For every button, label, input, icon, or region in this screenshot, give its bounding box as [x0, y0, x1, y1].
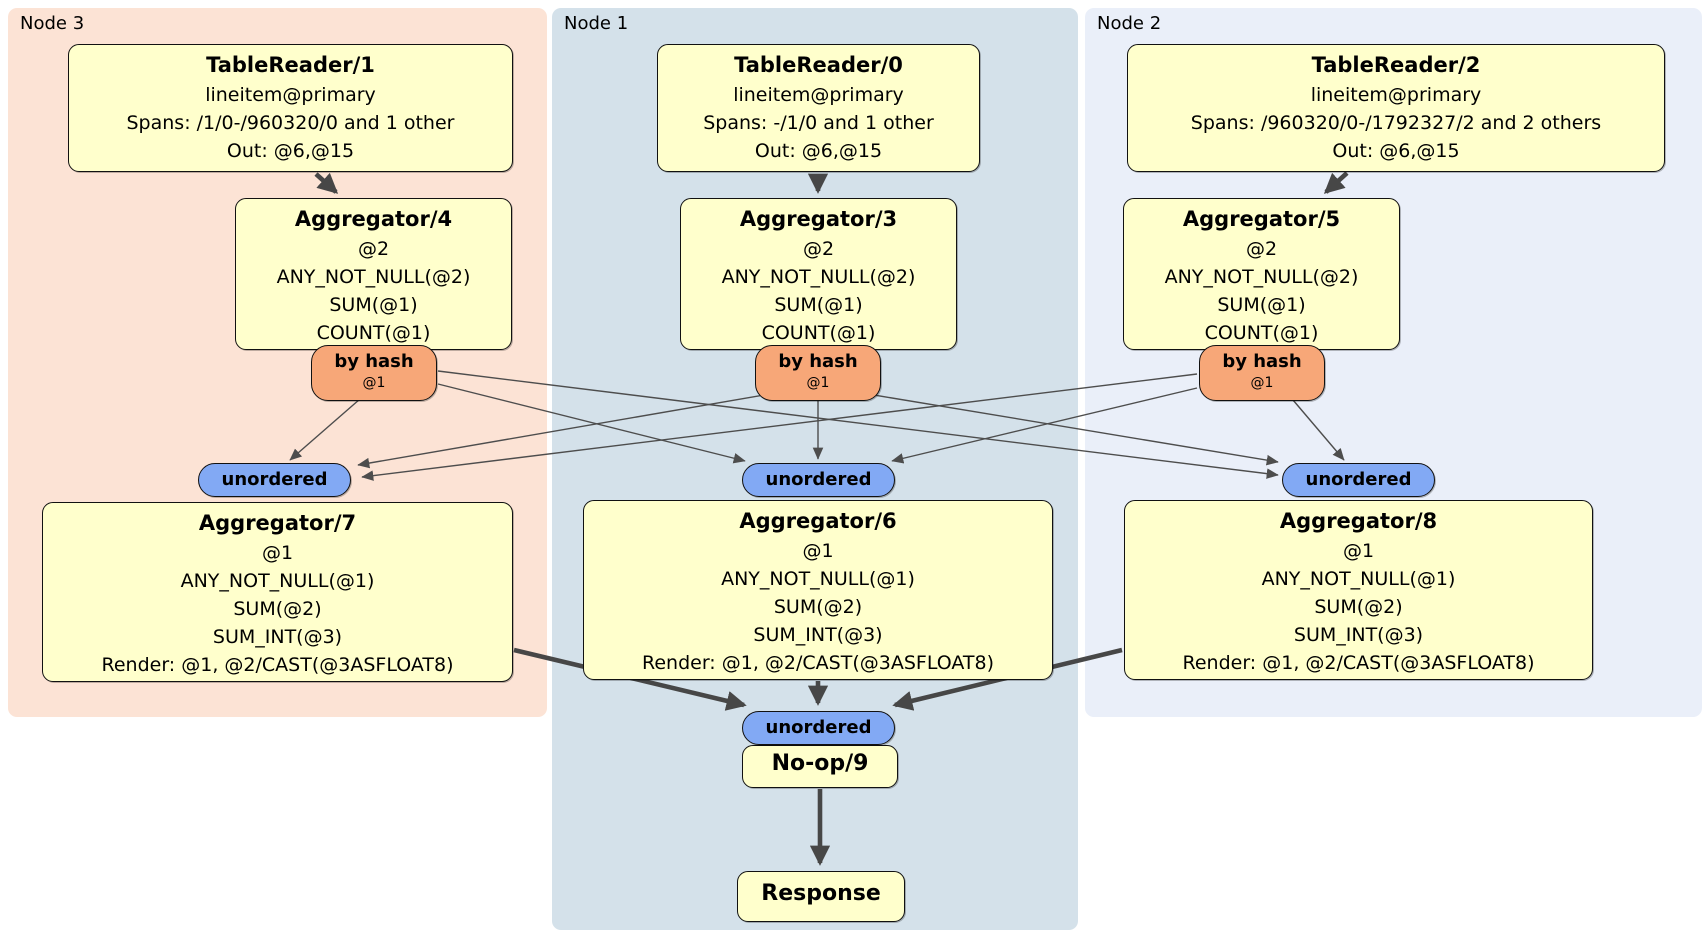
op-title: TableReader/0: [734, 53, 903, 77]
op-detail: SUM(@2): [773, 596, 863, 618]
op-detail: Spans: /960320/0-/1792327/2 and 2 others: [1190, 112, 1602, 134]
sync-label: unordered: [221, 469, 328, 490]
sync-unordered-final: unordered: [742, 711, 895, 745]
op-title: No-op/9: [771, 751, 869, 776]
op-detail: ANY_NOT_NULL(@2): [721, 266, 916, 288]
op-detail: lineitem@primary: [205, 84, 376, 106]
op-title: Aggregator/8: [1279, 509, 1438, 533]
op-detail: SUM_INT(@3): [1293, 624, 1424, 646]
op-detail: ANY_NOT_NULL(@2): [1164, 266, 1359, 288]
router-by-hash-node2: by hash @1: [1199, 345, 1325, 401]
op-detail: Render: @1, @2/CAST(@3ASFLOAT8): [101, 654, 454, 676]
op-detail: @1: [1342, 540, 1375, 562]
node-3-label: Node 3: [20, 13, 85, 34]
sync-unordered-node2: unordered: [1282, 463, 1435, 497]
op-tablereader-2: TableReader/2 lineitem@primary Spans: /9…: [1127, 44, 1665, 172]
router-label: by hash: [778, 351, 858, 372]
op-title: Aggregator/7: [198, 511, 357, 535]
sync-label: unordered: [765, 469, 872, 490]
op-detail: Out: @6,@15: [226, 140, 355, 162]
sync-label: unordered: [1305, 469, 1412, 490]
op-detail: SUM_INT(@3): [753, 624, 883, 646]
op-detail: Render: @1, @2/CAST(@3ASFLOAT8): [1182, 652, 1535, 674]
op-detail: ANY_NOT_NULL(@1): [1261, 568, 1456, 590]
op-title: Aggregator/4: [294, 207, 453, 231]
op-detail: Render: @1, @2/CAST(@3ASFLOAT8): [642, 652, 994, 674]
op-aggregator-8: Aggregator/8 @1 ANY_NOT_NULL(@1) SUM(@2)…: [1124, 500, 1593, 680]
sync-unordered-node1: unordered: [742, 463, 895, 497]
op-detail: ANY_NOT_NULL(@2): [276, 266, 471, 288]
op-response: Response: [737, 871, 905, 922]
op-detail: @2: [802, 238, 835, 260]
op-tablereader-0: TableReader/0 lineitem@primary Spans: -/…: [657, 44, 980, 172]
op-detail: Out: @6,@15: [1332, 140, 1460, 162]
op-aggregator-4: Aggregator/4 @2 ANY_NOT_NULL(@2) SUM(@1)…: [235, 198, 512, 350]
sync-unordered-node3: unordered: [198, 463, 351, 497]
node-2-label: Node 2: [1097, 13, 1162, 34]
op-detail: Spans: /1/0-/960320/0 and 1 other: [126, 112, 455, 134]
op-detail: @2: [357, 238, 390, 260]
op-detail: lineitem@primary: [733, 84, 904, 106]
op-title: Aggregator/6: [739, 509, 897, 533]
op-detail: @2: [1245, 238, 1278, 260]
op-detail: SUM(@1): [329, 294, 418, 316]
router-tag: @1: [1250, 375, 1274, 391]
op-detail: ANY_NOT_NULL(@1): [721, 568, 915, 590]
op-detail: @1: [261, 542, 294, 564]
op-detail: Out: @6,@15: [754, 140, 883, 162]
sync-label: unordered: [765, 717, 872, 738]
op-aggregator-5: Aggregator/5 @2 ANY_NOT_NULL(@2) SUM(@1)…: [1123, 198, 1400, 350]
op-title: TableReader/1: [206, 53, 375, 77]
router-label: by hash: [1222, 351, 1302, 372]
op-detail: lineitem@primary: [1310, 84, 1482, 106]
op-tablereader-1: TableReader/1 lineitem@primary Spans: /1…: [68, 44, 513, 172]
op-detail: SUM(@2): [233, 598, 322, 620]
router-label: by hash: [334, 351, 414, 372]
op-title: Response: [761, 881, 881, 906]
op-detail: SUM(@1): [774, 294, 863, 316]
op-aggregator-6: Aggregator/6 @1 ANY_NOT_NULL(@1) SUM(@2)…: [583, 500, 1053, 680]
op-aggregator-3: Aggregator/3 @2 ANY_NOT_NULL(@2) SUM(@1)…: [680, 198, 957, 350]
router-tag: @1: [806, 375, 830, 391]
op-detail: COUNT(@1): [1204, 322, 1319, 344]
op-detail: COUNT(@1): [761, 322, 876, 344]
op-detail: SUM(@1): [1217, 294, 1306, 316]
op-title: Aggregator/3: [739, 207, 898, 231]
op-noop-9: No-op/9: [742, 745, 898, 788]
op-detail: Spans: -/1/0 and 1 other: [703, 112, 934, 134]
op-detail: COUNT(@1): [316, 322, 431, 344]
op-detail: SUM(@2): [1314, 596, 1403, 618]
op-title: TableReader/2: [1311, 53, 1481, 77]
router-by-hash-node1: by hash @1: [755, 345, 881, 401]
router-by-hash-node3: by hash @1: [311, 345, 437, 401]
op-detail: SUM_INT(@3): [212, 626, 343, 648]
router-tag: @1: [362, 375, 386, 391]
op-aggregator-7: Aggregator/7 @1 ANY_NOT_NULL(@1) SUM(@2)…: [42, 502, 513, 682]
op-title: Aggregator/5: [1182, 207, 1341, 231]
node-1-label: Node 1: [564, 13, 629, 34]
op-detail: @1: [802, 540, 834, 562]
op-detail: ANY_NOT_NULL(@1): [180, 570, 375, 592]
